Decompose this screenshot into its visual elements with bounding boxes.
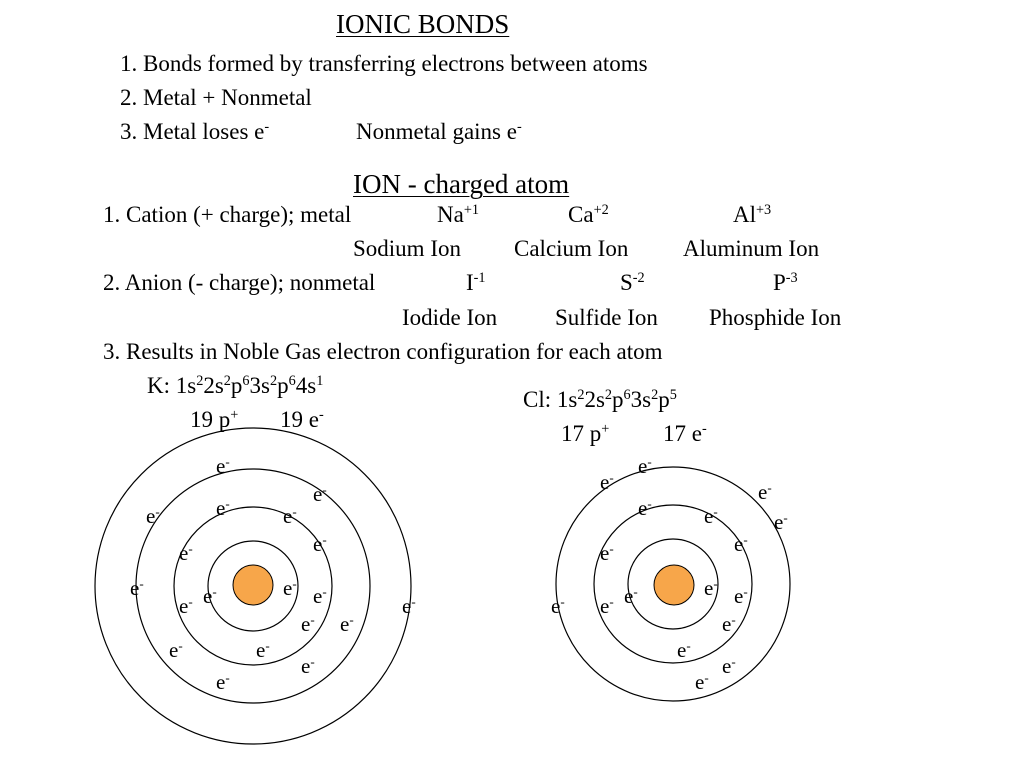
electron-label: e- (402, 593, 416, 618)
electron-label: e- (283, 503, 297, 528)
electron-label: e- (624, 583, 638, 608)
potassium-configuration: K: 1s22s2p63s2p64s1 (147, 373, 324, 398)
cation-label: 1. Cation (+ charge); metal (103, 202, 352, 227)
electron-label: e- (216, 495, 230, 520)
electron-label: e- (340, 611, 354, 636)
electron-label: e- (677, 637, 691, 662)
electron-label: e- (203, 583, 217, 608)
section-title: ION - charged atom (353, 169, 570, 199)
electron-label: e- (283, 575, 297, 600)
electron-label: e- (146, 503, 160, 528)
electron-label: e- (695, 669, 709, 694)
electron-label: e- (774, 509, 788, 534)
ion-symbol: Ca+2 (568, 202, 609, 227)
chlorine-electrons: 17 e- (663, 421, 707, 446)
electron-label: e- (758, 479, 772, 504)
ion-symbol: I-1 (466, 270, 486, 295)
ion-symbol: P-3 (773, 270, 798, 295)
electron-label: e- (734, 583, 748, 608)
chlorine-nucleus (653, 564, 695, 606)
potassium-atom-diagram (94, 427, 412, 745)
ion-symbol: Al+3 (733, 202, 772, 227)
shell (207, 540, 299, 632)
chlorine-configuration: Cl: 1s22s2p63s2p5 (523, 387, 677, 412)
shell (593, 504, 753, 664)
anion-label: 2. Anion (- charge); nonmetal (103, 270, 376, 295)
electron-label: e- (179, 593, 193, 618)
point-1: 1. Bonds formed by transferring electron… (120, 51, 648, 76)
ion-name: Calcium Ion (514, 236, 629, 261)
ion-name: Sodium Ion (353, 236, 461, 261)
page-title: IONIC BONDS (336, 9, 510, 39)
electron-label: e- (256, 637, 270, 662)
electron-label: e- (600, 593, 614, 618)
electron-label: e- (704, 503, 718, 528)
electron-label: e- (169, 637, 183, 662)
electron-label: e- (722, 653, 736, 678)
potassium-protons: 19 p+ (190, 407, 239, 432)
electron-label: e- (600, 469, 614, 494)
electron-label: e- (216, 453, 230, 478)
electron-label: e- (313, 583, 327, 608)
point-2: 2. Metal + Nonmetal (120, 85, 312, 110)
point-3-nonmetal: Nonmetal gains e- (356, 119, 522, 144)
electron-label: e- (216, 669, 230, 694)
point-noble-gas: 3. Results in Noble Gas electron configu… (103, 339, 663, 364)
point-3-metal: 3. Metal loses e- (120, 119, 270, 144)
electron-label: e- (638, 453, 652, 478)
shell (555, 466, 791, 702)
chlorine-atom-diagram (555, 466, 791, 702)
ion-name: Sulfide Ion (555, 305, 658, 330)
electron-label: e- (734, 531, 748, 556)
ion-symbol: S-2 (620, 270, 645, 295)
ion-name: Phosphide Ion (709, 305, 842, 330)
electron-label: e- (600, 540, 614, 565)
electron-label: e- (301, 611, 315, 636)
electron-label: e- (313, 481, 327, 506)
electron-label: e- (551, 593, 565, 618)
electron-label: e- (638, 495, 652, 520)
shell (94, 427, 412, 745)
electron-label: e- (130, 575, 144, 600)
potassium-nucleus (232, 564, 274, 606)
shell (627, 538, 719, 630)
electron-label: e- (301, 653, 315, 678)
shell (135, 468, 371, 704)
electron-label: e- (179, 540, 193, 565)
electron-label: e- (313, 531, 327, 556)
electron-label: e- (722, 611, 736, 636)
chlorine-protons: 17 p+ (561, 421, 610, 446)
ion-name: Aluminum Ion (683, 236, 820, 261)
potassium-electrons: 19 e- (280, 407, 324, 432)
electron-label: e- (704, 575, 718, 600)
ion-name: Iodide Ion (402, 305, 498, 330)
ion-symbol: Na+1 (437, 202, 479, 227)
shell (173, 506, 333, 666)
